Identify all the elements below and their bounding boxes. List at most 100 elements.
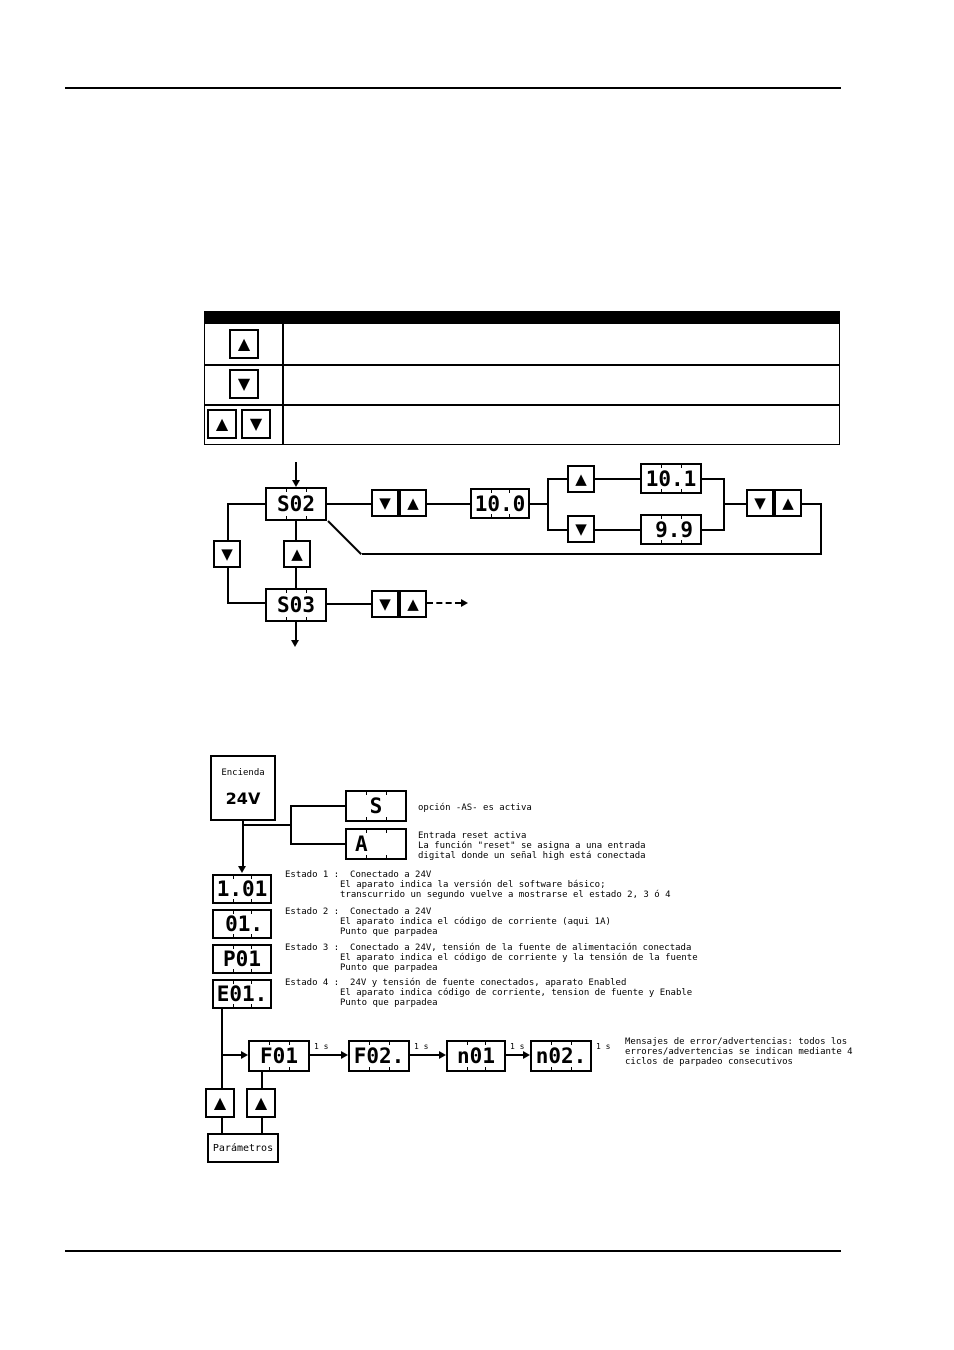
flow-line bbox=[820, 503, 822, 555]
flow-line bbox=[723, 503, 746, 505]
display-state-1-text: 1.01 bbox=[216, 877, 268, 901]
flow-line bbox=[261, 1072, 263, 1088]
flow-line bbox=[227, 568, 229, 604]
flow-line bbox=[227, 602, 265, 604]
flow-line bbox=[243, 824, 291, 826]
flow-line bbox=[295, 568, 297, 588]
reset-note-line: La función "reset" se asigna a una entra… bbox=[418, 841, 646, 851]
display-error-f02: F02. bbox=[348, 1040, 410, 1072]
display-decrement: 9.9 bbox=[640, 514, 702, 545]
state-2-line: Punto que parpadea bbox=[340, 927, 438, 937]
down-triangle-glyph: ▼ bbox=[221, 544, 233, 563]
interval-label: 1 s bbox=[414, 1042, 429, 1051]
table-row-divider bbox=[204, 364, 840, 366]
flow-line bbox=[410, 1054, 440, 1056]
display-s02-value: S02 bbox=[277, 492, 315, 516]
state-2-line: El aparato indica el código de corriente… bbox=[340, 917, 611, 927]
display-s03: S03 bbox=[265, 588, 327, 622]
down-key-icon: ▼ bbox=[241, 409, 271, 439]
display-increment: 10.1 bbox=[640, 463, 702, 494]
display-warning-n02: n02. bbox=[530, 1040, 592, 1072]
arrowhead-right bbox=[241, 1051, 248, 1059]
display-reset-input-text: A bbox=[355, 832, 368, 856]
flow-line bbox=[221, 1009, 223, 1088]
up-triangle-glyph: ▲ bbox=[407, 493, 419, 512]
down-key-icon: ▼ bbox=[213, 540, 241, 568]
flow-line bbox=[290, 805, 345, 807]
arrowhead-down bbox=[292, 480, 300, 487]
state-3-line: Punto que parpadea bbox=[340, 963, 438, 973]
flow-line bbox=[427, 503, 470, 505]
power-on-label: Encienda bbox=[221, 768, 265, 778]
display-increment-text: 10.1 bbox=[645, 466, 697, 491]
display-error-f01-text: F01 bbox=[260, 1044, 298, 1068]
error-note-line: Mensajes de error/advertencias: todos lo… bbox=[625, 1037, 848, 1047]
display-state-3-text: P01 bbox=[223, 947, 261, 971]
flow-line bbox=[227, 503, 265, 505]
flow-line bbox=[295, 521, 297, 540]
flow-line bbox=[327, 603, 371, 605]
down-triangle-glyph: ▼ bbox=[754, 493, 766, 512]
as-option-note: opción -AS- es activa bbox=[418, 803, 532, 813]
up-key-icon: ▲ bbox=[246, 1088, 276, 1118]
display-value-text: 10.0 bbox=[474, 491, 526, 516]
power-on-box: Encienda 24V bbox=[210, 755, 276, 821]
arrowhead-down bbox=[238, 866, 246, 873]
down-key-icon: ▼ bbox=[746, 489, 774, 517]
dashed-continuation-line bbox=[427, 602, 461, 604]
down-key-icon: ▼ bbox=[229, 369, 259, 399]
down-triangle-glyph: ▼ bbox=[237, 374, 251, 393]
state-1-line: El aparato indica la versión del softwar… bbox=[340, 880, 606, 890]
top-rule bbox=[65, 87, 841, 89]
up-triangle-glyph: ▲ bbox=[237, 334, 251, 353]
flow-line bbox=[547, 529, 567, 531]
flow-line bbox=[595, 478, 640, 480]
error-note-line: ciclos de parpadeo consecutivos bbox=[625, 1057, 793, 1067]
state-4-header: Estado 4 : 24V y tensión de fuente conec… bbox=[285, 978, 627, 988]
state-1-line: transcurrido un segundo vuelve a mostrar… bbox=[340, 890, 671, 900]
flow-line bbox=[295, 462, 297, 482]
display-as-option-text: S bbox=[369, 794, 383, 818]
parameters-box: Parámetros bbox=[207, 1133, 279, 1163]
flow-line bbox=[802, 503, 822, 505]
display-state-4-text: E01. bbox=[216, 982, 268, 1006]
return-line bbox=[327, 520, 362, 555]
error-note-line: errores/advertencias se indican mediante… bbox=[625, 1047, 853, 1057]
display-warning-n01: n01 bbox=[446, 1040, 506, 1072]
interval-label: 1 s bbox=[596, 1042, 611, 1051]
arrowhead-right bbox=[341, 1051, 348, 1059]
state-3-line: El aparato indica el código de corriente… bbox=[340, 953, 698, 963]
reset-note-line: Entrada reset activa bbox=[418, 831, 527, 841]
display-s02: S02 bbox=[265, 487, 327, 521]
display-state-1: 1.01 bbox=[212, 874, 272, 904]
reset-note-line: digital donde un señal high está conecta… bbox=[418, 851, 646, 861]
flow-line bbox=[221, 1118, 223, 1133]
flow-line bbox=[530, 503, 548, 505]
up-triangle-glyph: ▲ bbox=[254, 1093, 268, 1112]
display-state-2: 01. bbox=[212, 909, 272, 939]
flow-line bbox=[702, 478, 725, 480]
flow-line bbox=[547, 478, 549, 531]
display-state-4: E01. bbox=[212, 979, 272, 1009]
arrowhead-right bbox=[461, 599, 468, 607]
flow-line bbox=[227, 503, 229, 540]
table-header-bar bbox=[204, 311, 840, 324]
down-triangle-glyph: ▼ bbox=[379, 493, 391, 512]
bottom-rule bbox=[65, 1250, 841, 1252]
flow-line bbox=[506, 1054, 524, 1056]
display-s03-value: S03 bbox=[277, 593, 315, 617]
flow-line bbox=[310, 1054, 342, 1056]
parameters-box-label: Parámetros bbox=[212, 1142, 274, 1154]
up-triangle-glyph: ▲ bbox=[575, 469, 587, 488]
up-key-icon: ▲ bbox=[774, 489, 802, 517]
down-triangle-glyph: ▼ bbox=[379, 594, 391, 613]
flow-line bbox=[261, 1118, 263, 1133]
display-error-f01: F01 bbox=[248, 1040, 310, 1072]
down-triangle-glyph: ▼ bbox=[249, 414, 263, 433]
interval-label: 1 s bbox=[314, 1042, 329, 1051]
table-row-divider bbox=[204, 404, 840, 406]
flow-line bbox=[290, 843, 345, 845]
arrowhead-right bbox=[439, 1051, 446, 1059]
up-key-icon: ▲ bbox=[229, 329, 259, 359]
